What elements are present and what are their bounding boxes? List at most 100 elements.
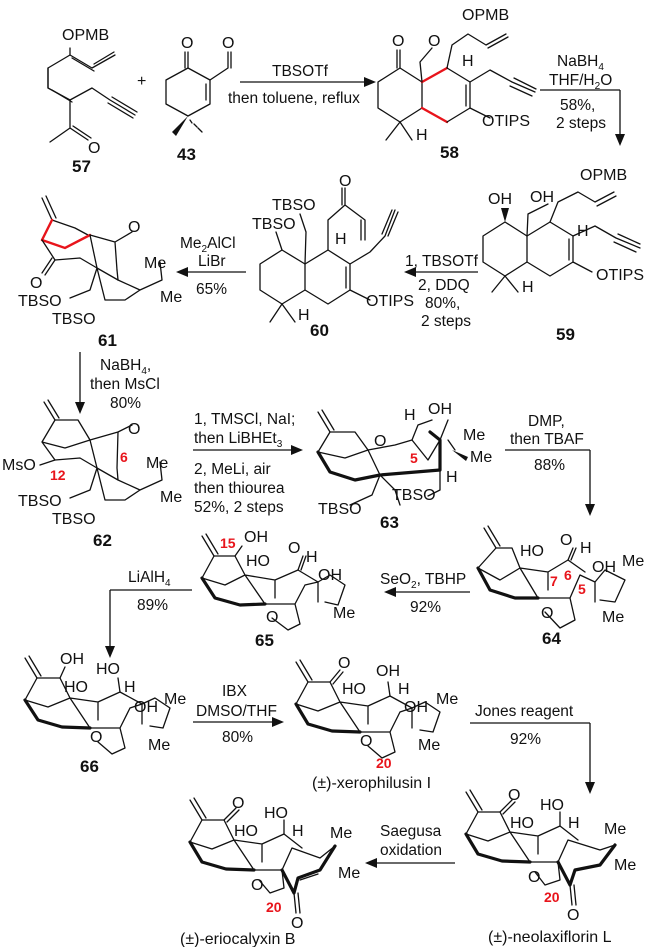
carbon-number-7: 7 [550, 573, 558, 589]
reagent-steps: 2 steps [556, 115, 606, 132]
reagent-yield: 80% [222, 729, 253, 746]
reagent-above: then LiBHEt3 [194, 430, 283, 450]
atom-me: Me [436, 691, 458, 708]
atom-oh: OH [530, 189, 554, 206]
carbon-number-20: 20 [266, 899, 282, 915]
reagent-yield: 88% [534, 457, 565, 474]
atom-h: H [577, 223, 589, 240]
step-arrow-9: LiAlH4 89% [105, 569, 192, 658]
compound-61: O O Me Me TBSO TBSO 61 [18, 195, 182, 350]
step-arrow-3: 1, TBSOTf 2, DDQ 80%, 2 steps [404, 253, 479, 330]
reagent-yield: 80%, [425, 295, 460, 312]
step-arrow-10: IBX DMSO/THF 80% [193, 683, 284, 746]
atom-ho: HO [246, 553, 270, 570]
reagent-below: 2, DDQ [418, 277, 470, 294]
atom-tbso: TBSO [18, 493, 62, 510]
atom-oh: OH [592, 559, 616, 576]
carbon-number-5: 5 [410, 450, 418, 466]
step-arrow-7: DMP, then TBAF 88% [505, 413, 595, 516]
reagent-above: IBX [222, 683, 248, 700]
label-64: 64 [542, 629, 561, 648]
compound-59: OH OH OPMB H H OTIPS 59 [482, 167, 644, 344]
atom-me: Me [463, 427, 485, 444]
atom-ho: HO [342, 681, 366, 698]
atom-oh: OH [134, 699, 158, 716]
atom-o: O [251, 877, 263, 894]
atom-o: O [360, 733, 372, 750]
step-arrow-1: TBSOTf then toluene, reflux [228, 63, 376, 107]
atom-o: O [128, 421, 140, 438]
name-xerophilusin-i: (±)-xerophilusin I [312, 775, 431, 792]
atom-me: Me [330, 825, 352, 842]
compound-60: O TBSO TBSO H H OTIPS 60 [252, 173, 414, 340]
reagent-above: Jones reagent [475, 703, 574, 720]
atom-o: O [291, 915, 303, 932]
atom-o: O [288, 540, 300, 557]
name-neolaxiflorin-l: (±)-neolaxiflorin L [488, 929, 612, 946]
atom-o: O [508, 787, 520, 804]
atom-tbso: TBSO [52, 311, 96, 328]
atom-o: O [128, 219, 140, 236]
atom-o: O [30, 275, 42, 292]
compound-62: O MsO 12 6 Me Me TBSO TBSO 62 [2, 399, 182, 550]
reagent-below: 2, MeLi, air [194, 461, 271, 478]
atom-ho: HO [510, 815, 534, 832]
step-arrow-11: Jones reagent 92% [470, 703, 595, 794]
compound-neolaxiflorin-l: O HO HO H Me Me O O 20 (±)-neolaxiflorin… [464, 787, 636, 946]
step-arrow-4: Me2AlCl LiBr 65% [176, 235, 246, 298]
reagent-above: 1, TBSOTf [405, 253, 479, 270]
reagent-yield: 92% [510, 731, 541, 748]
atom-o: O [339, 173, 351, 190]
reagent-above: DMP, [528, 413, 565, 430]
atom-h: H [292, 823, 304, 840]
atom-h: H [404, 407, 416, 424]
atom-h: H [306, 549, 318, 566]
atom-h: H [335, 231, 347, 248]
atom-h: H [568, 815, 580, 832]
compound-64: HO O H OH Me Me O 7 6 5 64 [476, 525, 644, 648]
reagent-yield: 89% [137, 597, 168, 614]
atom-me: Me [160, 289, 182, 306]
reagent-yield: 80% [110, 395, 141, 412]
atom-h: H [446, 469, 458, 486]
compound-43: O O 43 [165, 35, 234, 164]
atom-me: Me [160, 489, 182, 506]
atom-tbso: TBSO [272, 197, 316, 214]
reagent-below: then thiourea [194, 480, 285, 497]
atom-o: O [392, 33, 404, 50]
label-62: 62 [93, 531, 112, 550]
atom-me: Me [144, 255, 166, 272]
atom-o: O [90, 729, 102, 746]
atom-me: Me [614, 857, 636, 874]
atom-mso: MsO [2, 457, 36, 474]
compound-xerophilusin-i: O HO OH H OH Me Me O 20 (±)-xerophilusin… [294, 655, 458, 792]
reagent-above: then TBAF [510, 431, 584, 448]
atom-me: Me [333, 605, 355, 622]
atom-tbso: TBSO [252, 216, 296, 233]
atom-o: O [528, 869, 540, 886]
reagent-above: SeO2, TBHP [380, 571, 466, 591]
atom-me: Me [146, 455, 168, 472]
atom-me: Me [470, 449, 492, 466]
atom-me: Me [604, 821, 626, 838]
atom-oh: OH [60, 651, 84, 668]
atom-o: O [567, 907, 579, 924]
atom-o: O [374, 433, 386, 450]
atom-h: H [462, 53, 474, 70]
carbon-number-5: 5 [578, 581, 586, 597]
reagent-above: 1, TMSCl, NaI; [194, 411, 295, 428]
atom-h: H [398, 681, 410, 698]
atom-ho: HO [520, 543, 544, 560]
atom-o: O [181, 35, 193, 52]
reagent-steps: 2 steps [421, 313, 471, 330]
atom-tbso: TBSO [318, 501, 362, 518]
atom-tbso: TBSO [18, 293, 62, 310]
atom-o: O [266, 609, 278, 626]
name-eriocalyxin-b: (±)-eriocalyxin B [180, 931, 295, 947]
reagent-yield: 58%, [560, 97, 595, 114]
reagent-yield: 65% [196, 281, 227, 298]
atom-h: H [124, 679, 136, 696]
label-58: 58 [440, 143, 459, 162]
step-arrow-2: NaBH4 THF/H2O 58%, 2 steps [540, 53, 625, 146]
compound-57: OPMB O 57 [47, 27, 138, 176]
